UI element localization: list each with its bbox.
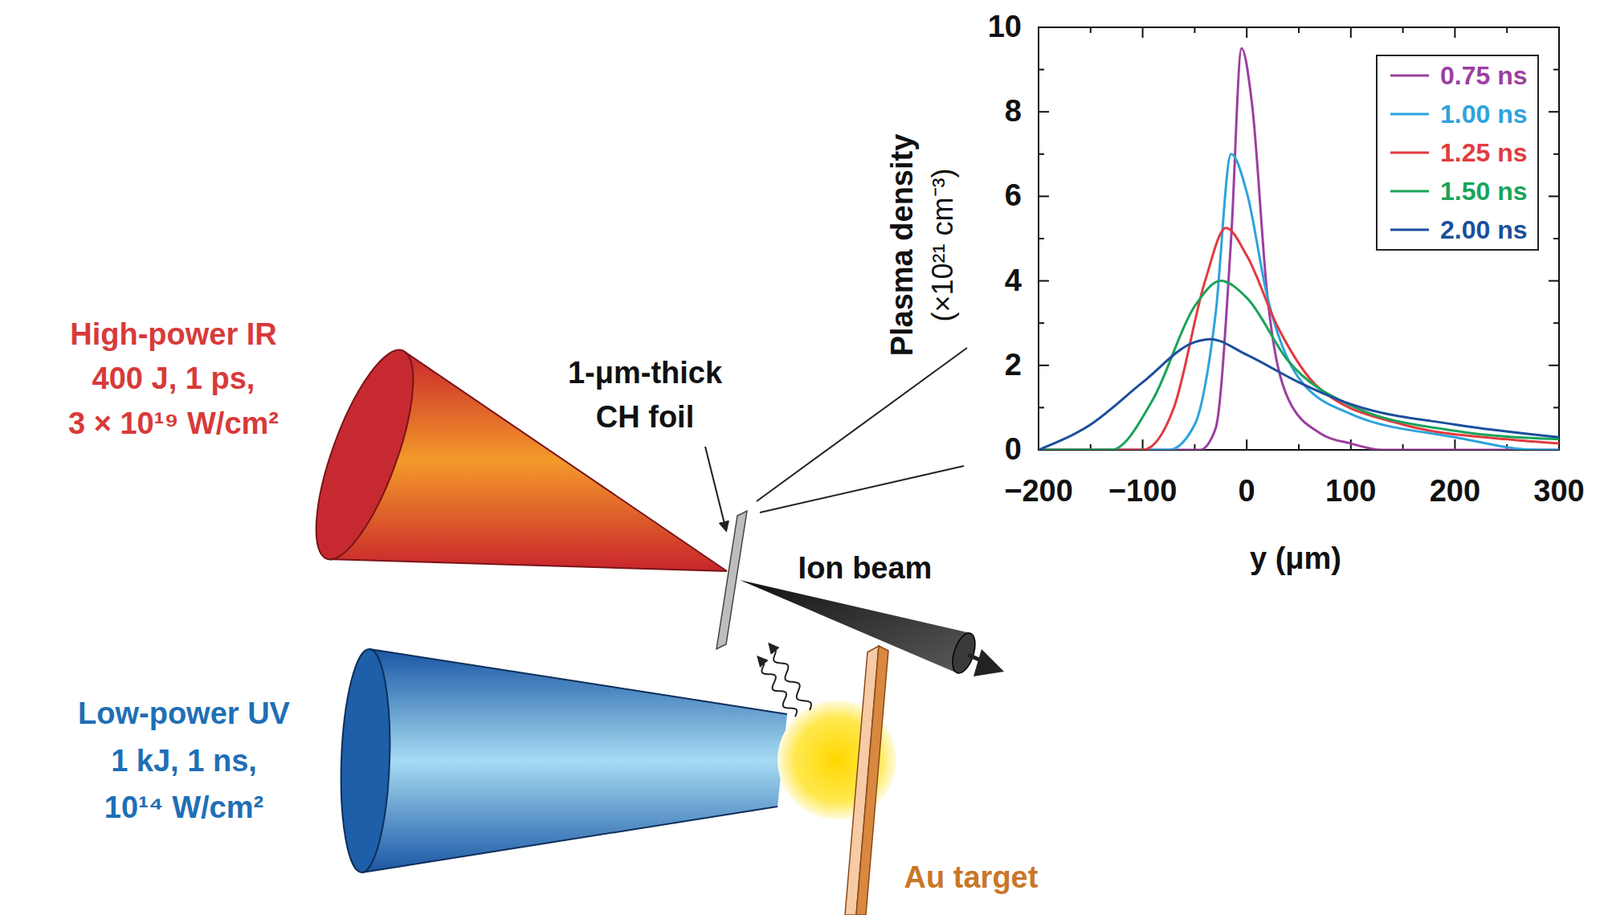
ch-foil	[716, 510, 747, 649]
axis-tick	[1038, 364, 1049, 367]
legend-swatch	[1388, 71, 1431, 80]
axis-tick	[1142, 439, 1144, 450]
tick-label: 0	[1004, 431, 1022, 469]
axis-title: y (μm)	[1249, 540, 1342, 578]
zoom-line	[759, 465, 964, 513]
wavy-arrow	[758, 657, 797, 717]
tick-label: 8	[1004, 93, 1022, 131]
tick-label: 6	[1004, 178, 1022, 216]
laser-spec: 400 J, 1 ps,	[92, 360, 256, 398]
legend-text: 0.75 ns	[1440, 61, 1528, 91]
axis-tick	[1193, 27, 1196, 33]
tick-label: 200	[1429, 473, 1481, 511]
density-curve	[1038, 228, 1560, 450]
axis-title: Plasma density	[884, 134, 922, 357]
laser-spec: 3 × 10¹⁹ W/cm²	[68, 405, 279, 443]
axis-unit: (×10²¹ cm⁻³)	[925, 168, 960, 323]
axis-tick	[1038, 322, 1045, 324]
tick-label: 4	[1004, 262, 1022, 300]
axis-tick	[1548, 280, 1560, 282]
axis-tick	[1553, 406, 1560, 409]
legend-entry: 1.25 ns	[1388, 133, 1528, 172]
axis-tick	[1453, 27, 1456, 38]
plot-frame	[1038, 27, 1560, 450]
legend-text: 2.00 ns	[1440, 215, 1528, 245]
axis-tick	[1038, 406, 1045, 409]
legend-text: 1.00 ns	[1440, 99, 1528, 130]
density-chart	[1038, 27, 1560, 450]
axis-tick	[1553, 69, 1560, 71]
density-curve	[1038, 48, 1560, 450]
part-label: 1-μm-thick CH foil	[552, 351, 738, 440]
legend-swatch	[1388, 110, 1431, 119]
axis-tick	[1553, 237, 1560, 240]
axis-tick	[1245, 439, 1248, 450]
axis-tick	[1038, 237, 1045, 240]
tick-label: 300	[1533, 473, 1584, 511]
axis-tick	[1402, 27, 1405, 33]
legend-entry: 1.00 ns	[1388, 94, 1528, 134]
zoom-line	[756, 347, 968, 502]
axis-tick	[1038, 26, 1049, 29]
legend-entry: 0.75 ns	[1388, 56, 1528, 95]
leader-line	[705, 446, 727, 531]
axis-tick	[1037, 27, 1040, 38]
tick-label: −200	[1004, 473, 1074, 511]
axis-tick	[1506, 27, 1508, 33]
part-label: Ion beam	[798, 550, 933, 588]
tick-label: −100	[1108, 473, 1178, 511]
axis-tick	[1037, 439, 1040, 450]
laser-spec: 1 kJ, 1 ns,	[110, 742, 258, 780]
tick-label: 2	[1004, 346, 1022, 384]
axis-tick	[1553, 153, 1560, 156]
axis-tick	[1548, 110, 1560, 113]
tick-label: 0	[1238, 473, 1256, 511]
legend-swatch	[1388, 187, 1431, 196]
axis-tick	[1038, 195, 1049, 197]
axis-tick	[1038, 69, 1045, 71]
density-curve	[1038, 281, 1560, 450]
legend-text: 1.25 ns	[1440, 138, 1528, 168]
legend-swatch	[1388, 148, 1431, 157]
legend-entry: 1.50 ns	[1388, 171, 1528, 211]
axis-tick	[1453, 439, 1456, 450]
laser-label: Low-power UV	[77, 695, 290, 733]
legend-swatch	[1388, 225, 1431, 234]
axis-tick	[1038, 110, 1049, 113]
axis-tick	[1548, 364, 1560, 367]
axis-tick	[1142, 27, 1144, 38]
axis-tick	[1553, 322, 1560, 324]
part-label: Au target	[904, 859, 1039, 897]
ion-beam-cone	[739, 579, 1005, 677]
axis-tick	[1297, 444, 1300, 450]
axis-tick	[1038, 153, 1045, 156]
axis-tick	[1089, 27, 1092, 33]
axis-tick	[1038, 280, 1049, 282]
tick-label: 100	[1325, 473, 1376, 511]
axis-tick	[1558, 27, 1560, 38]
tick-label: 10	[987, 8, 1022, 46]
axis-tick	[1297, 27, 1300, 33]
uv-laser-cone	[337, 648, 788, 874]
laser-label: High-power IR	[69, 316, 278, 354]
axis-tick	[1350, 27, 1352, 38]
density-curve	[1038, 338, 1560, 450]
xray-wavy-arrows	[758, 644, 812, 717]
legend-text: 1.50 ns	[1440, 176, 1528, 207]
au-target-slab	[844, 645, 889, 915]
legend-entry: 2.00 ns	[1388, 210, 1528, 249]
laser-spec: 10¹⁴ W/cm²	[104, 789, 264, 827]
axis-tick	[1548, 26, 1560, 29]
axis-tick	[1548, 195, 1560, 197]
legend-box: 0.75 ns 1.00 ns 1.25 ns 1.50 ns 2.00 ns	[1375, 54, 1539, 251]
axis-tick	[1245, 27, 1248, 38]
density-curve	[1038, 154, 1560, 450]
